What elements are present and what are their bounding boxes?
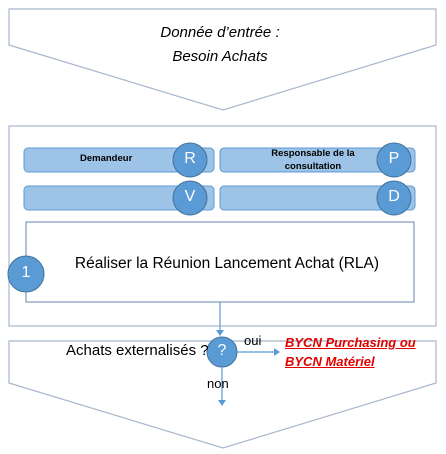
- decision-symbol: ?: [217, 342, 227, 359]
- input-title: Donnée d’entrée :: [160, 24, 280, 41]
- role-circle-d: [376, 180, 412, 216]
- role-letter-d: D: [388, 188, 400, 205]
- arrowhead-decision: [216, 330, 224, 336]
- step-number: 1: [21, 264, 31, 281]
- decision-question: Achats externalisés ?: [66, 342, 209, 359]
- yes-target-line1[interactable]: BYCN Purchasing ou: [285, 335, 416, 350]
- role-letter-p: P: [388, 150, 400, 167]
- role-letter-v: V: [184, 188, 196, 205]
- role-pill-responsable: [219, 147, 416, 173]
- role-letter-r: R: [184, 150, 196, 167]
- role-pill-d: [219, 185, 416, 211]
- yes-label: oui: [244, 333, 262, 348]
- arrowhead-no: [218, 400, 226, 406]
- step-text: Réaliser la Réunion Lancement Achat (RLA…: [74, 255, 380, 272]
- role-pill-demandeur: [23, 147, 215, 173]
- role-label-responsable: Responsable de la consultation: [271, 148, 355, 172]
- role-circle-r: [172, 142, 208, 178]
- arrowhead-yes: [274, 348, 280, 356]
- role-circle-v: [172, 180, 208, 216]
- no-label: non: [207, 376, 229, 391]
- role-circle-p: [376, 142, 412, 178]
- input-subtitle: Besoin Achats: [172, 48, 268, 65]
- role-label-demandeur: Demandeur: [80, 153, 133, 164]
- role-pill-v: [23, 185, 215, 211]
- input-chevron: [8, 8, 437, 111]
- yes-target-line2[interactable]: BYCN Matériel: [285, 354, 375, 369]
- step-number-circle: [7, 255, 45, 293]
